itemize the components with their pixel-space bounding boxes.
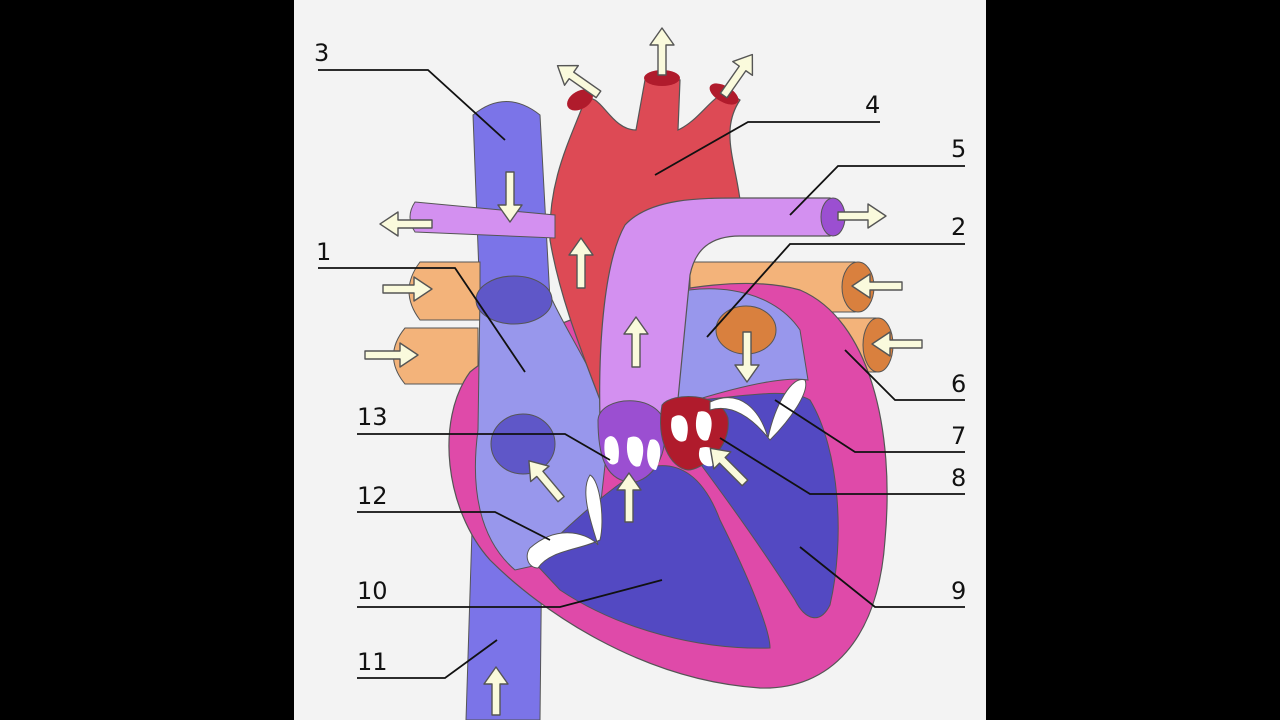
label-8: 8: [951, 464, 966, 492]
label-1: 1: [316, 238, 331, 266]
leader-12: [357, 511, 551, 541]
leader-2: [706, 243, 965, 338]
pulmonary-trunk: [599, 197, 831, 431]
leader-8: [719, 437, 965, 495]
label-3: 3: [314, 39, 329, 67]
label-13: 13: [357, 403, 388, 431]
leader-10: [357, 579, 663, 608]
pulmonary-valve: [597, 400, 666, 483]
label-7: 7: [951, 422, 966, 450]
label-4: 4: [865, 91, 880, 119]
leader-9: [799, 546, 965, 608]
label-2: 2: [951, 213, 966, 241]
flow-arrows: [364, 27, 923, 716]
label-9: 9: [951, 577, 966, 605]
leader-11: [357, 639, 498, 679]
label-6: 6: [951, 370, 966, 398]
label-5: 5: [951, 135, 966, 163]
leader-1: [318, 267, 526, 373]
part-labels: 3 4 5 2 1 6 13 7 8 12 10 9 11: [314, 39, 966, 676]
leader-4: [654, 121, 880, 176]
leader-3: [318, 69, 506, 141]
label-11: 11: [357, 648, 388, 676]
mitral-valve: [709, 379, 807, 441]
leader-6: [844, 349, 965, 401]
ivc-opening: [490, 413, 556, 475]
leader-13: [357, 433, 611, 461]
label-12: 12: [357, 482, 388, 510]
leader-7: [774, 399, 965, 453]
label-10: 10: [357, 577, 388, 605]
tricuspid-valve: [526, 474, 603, 569]
leader-lines: [318, 69, 965, 679]
left-pulmonary-veins: [393, 261, 481, 385]
leader-5: [789, 165, 965, 216]
